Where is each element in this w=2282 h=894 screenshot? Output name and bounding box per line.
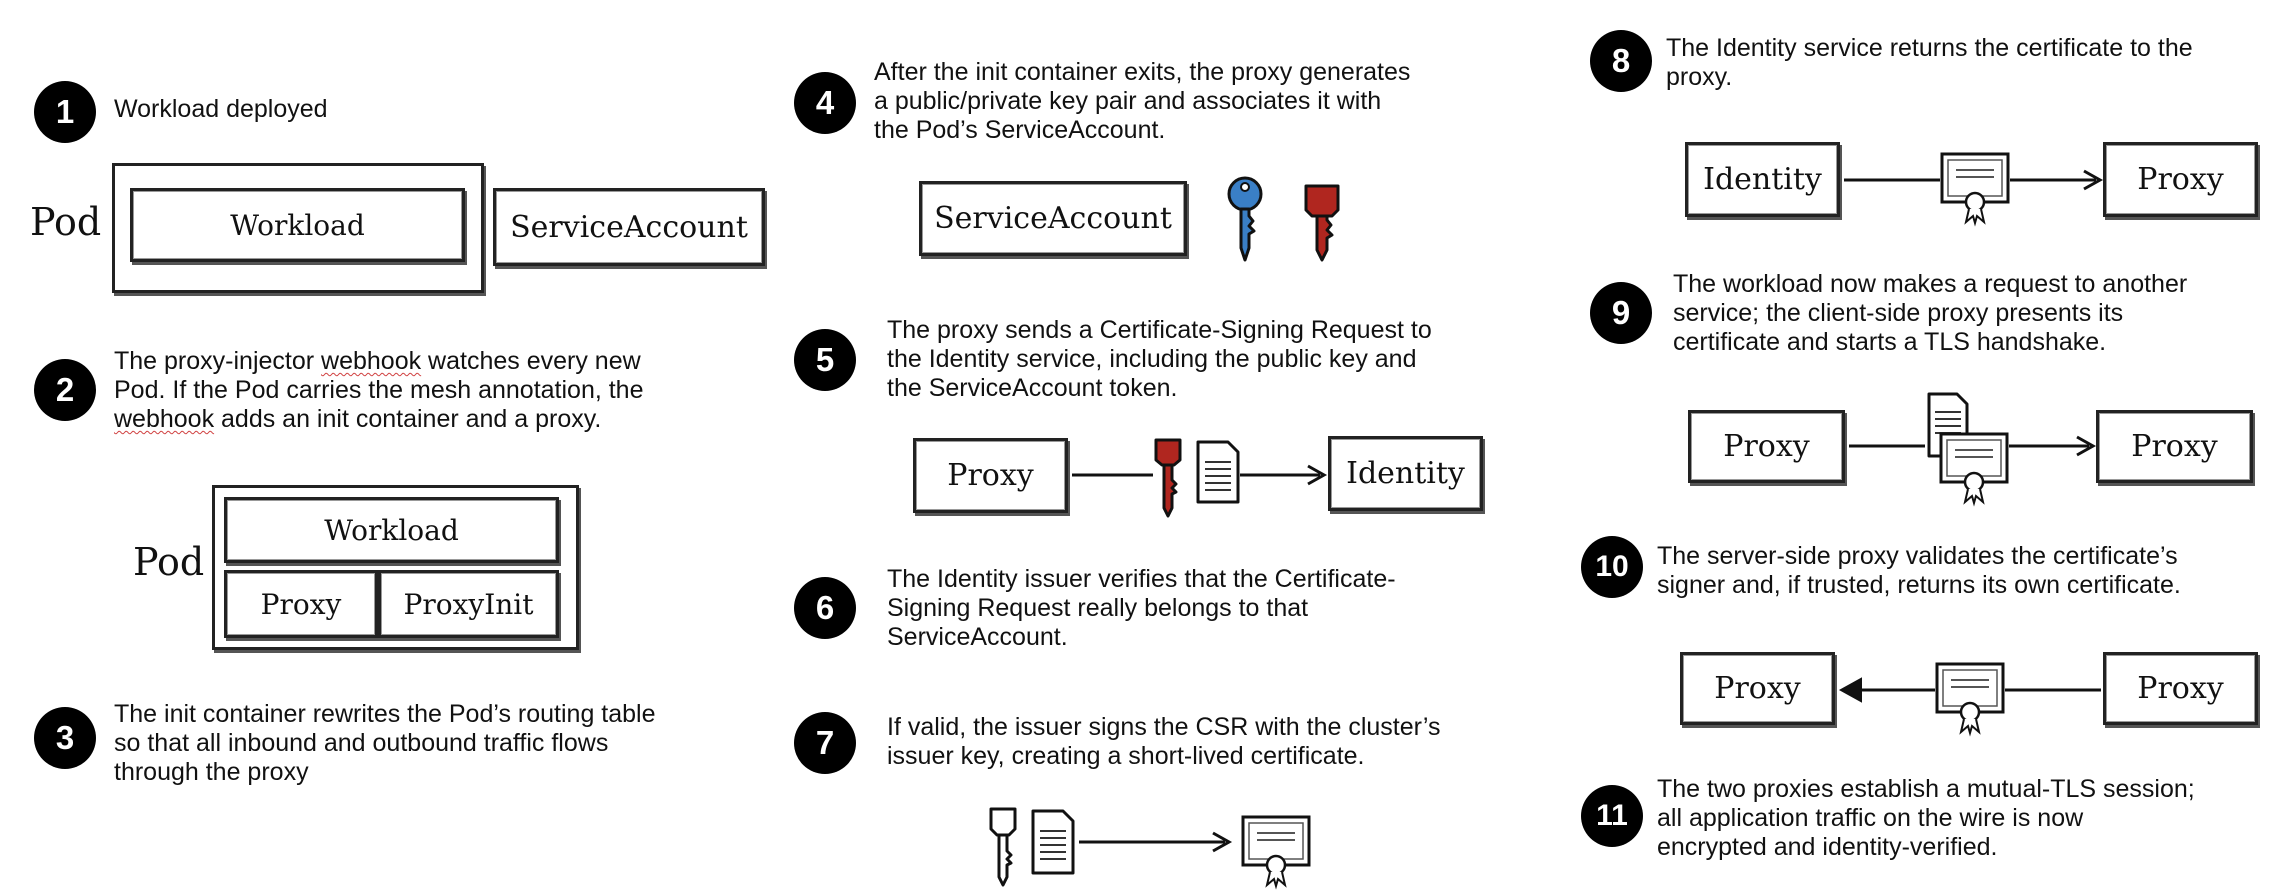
workload-box-2: Workload <box>224 497 559 563</box>
step-2-text-c: adds an init container and a proxy. <box>214 405 602 433</box>
public-key-icon <box>1227 176 1263 262</box>
certificate-icon <box>1940 152 2010 227</box>
step-6-badge: 6 <box>794 577 856 639</box>
step-9-badge: 9 <box>1590 282 1652 344</box>
step-8-badge: 8 <box>1590 30 1652 92</box>
certificate-icon <box>1241 815 1311 890</box>
return-own-cert-diagram <box>1838 662 2101 737</box>
step-2-text-b: watches every new Pod. If the Pod carrie… <box>114 347 644 404</box>
identity-box-5: Identity <box>1328 436 1483 511</box>
return-cert-diagram <box>1844 152 2104 227</box>
step-5-text: The proxy sends a Certificate-Signing Re… <box>887 316 1432 402</box>
step-6-text: The Identity issuer verifies that the Ce… <box>887 565 1396 651</box>
proxy-box-8: Proxy <box>2103 142 2258 217</box>
step-2-webhook-2: webhook <box>114 405 215 433</box>
step-1-text: Workload deployed <box>114 95 328 123</box>
proxy-box-2: Proxy <box>224 570 378 638</box>
step-2-text-a: The proxy-injector <box>114 347 322 375</box>
private-key-icon <box>1304 184 1340 262</box>
service-account-box: ServiceAccount <box>493 188 765 266</box>
step-11-badge: 11 <box>1581 785 1643 847</box>
step-11-text: The two proxies establish a mutual-TLS s… <box>1657 775 2195 861</box>
step-9-text: The workload now makes a request to anot… <box>1673 270 2188 356</box>
step-1-badge: 1 <box>34 81 96 143</box>
proxy-box-5: Proxy <box>913 438 1068 513</box>
proxy-box-9-right: Proxy <box>2096 410 2253 483</box>
workload-box: Workload <box>130 188 465 262</box>
pod-label: Pod <box>30 200 102 244</box>
step-2-badge: 2 <box>34 359 96 421</box>
step-2-text: The proxy-injector webhook watches every… <box>114 347 644 434</box>
step-7-text: If valid, the issuer signs the CSR with … <box>887 713 1441 770</box>
csr-flow-diagram <box>1072 438 1328 518</box>
identity-box-8: Identity <box>1685 142 1840 217</box>
issuer-key-icon <box>989 807 1017 887</box>
certificate-icon <box>1935 662 2005 737</box>
proxyinit-box: ProxyInit <box>378 570 559 638</box>
certificate-icon <box>1939 432 2009 507</box>
handshake-diagram <box>1849 392 2097 507</box>
proxy-box-10-left: Proxy <box>1680 652 1835 725</box>
document-icon <box>1031 809 1075 875</box>
step-3-badge: 3 <box>34 707 96 769</box>
step-10-text: The server-side proxy validates the cert… <box>1657 542 2181 599</box>
arrow-head <box>1307 464 1328 486</box>
step-4-badge: 4 <box>794 72 856 134</box>
step-4-text: After the init container exits, the prox… <box>874 58 1411 144</box>
step-7-badge: 7 <box>794 712 856 774</box>
private-key-icon <box>1154 438 1182 518</box>
service-account-box-2: ServiceAccount <box>919 181 1187 256</box>
step-2-webhook-1: webhook <box>321 347 422 375</box>
step-3-text: The init container rewrites the Pod’s ro… <box>114 700 656 786</box>
signing-flow-diagram <box>989 807 1311 890</box>
proxy-box-10-right: Proxy <box>2103 652 2258 725</box>
pod-label-2: Pod <box>133 540 205 584</box>
step-5-badge: 5 <box>794 329 856 391</box>
proxy-box-9-left: Proxy <box>1688 410 1845 483</box>
document-icon <box>1196 440 1240 504</box>
step-8-text: The Identity service returns the certifi… <box>1666 34 2193 91</box>
step-10-badge: 10 <box>1581 536 1643 598</box>
